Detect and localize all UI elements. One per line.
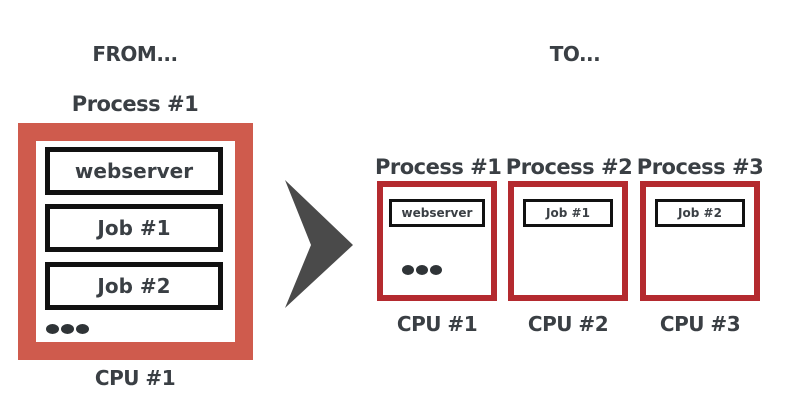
to-process-1-box: webserver (377, 181, 497, 301)
to-process-2-label: Process #2 (505, 155, 633, 179)
to-cpu-1-label: CPU #1 (396, 312, 478, 336)
from-process-inner: webserver Job #1 Job #2 (36, 141, 235, 342)
to-process-3-label: Process #3 (636, 155, 764, 179)
chevron-right-icon (285, 180, 353, 308)
to-process-3-box: Job #2 (640, 181, 760, 301)
job-1: Job #1 (45, 204, 223, 252)
to-process-1-label: Process #1 (375, 155, 502, 179)
from-cpu-label: CPU #1 (94, 366, 176, 390)
from-process-box: webserver Job #1 Job #2 (18, 123, 253, 360)
to-cpu-2-label: CPU #2 (527, 312, 609, 336)
job-2: Job #2 (45, 262, 223, 310)
more-jobs-ellipsis-icon (46, 324, 89, 334)
job-webserver: webserver (45, 147, 223, 195)
to-job-1: Job #1 (523, 199, 613, 227)
to-heading: TO... (549, 42, 601, 66)
from-heading: FROM... (92, 42, 178, 66)
to-process-2-box: Job #1 (508, 181, 628, 301)
more-jobs-ellipsis-icon (402, 265, 442, 275)
to-job-webserver: webserver (389, 199, 485, 227)
to-cpu-3-label: CPU #3 (659, 312, 741, 336)
from-process-label: Process #1 (71, 92, 199, 116)
to-job-2: Job #2 (655, 199, 745, 227)
